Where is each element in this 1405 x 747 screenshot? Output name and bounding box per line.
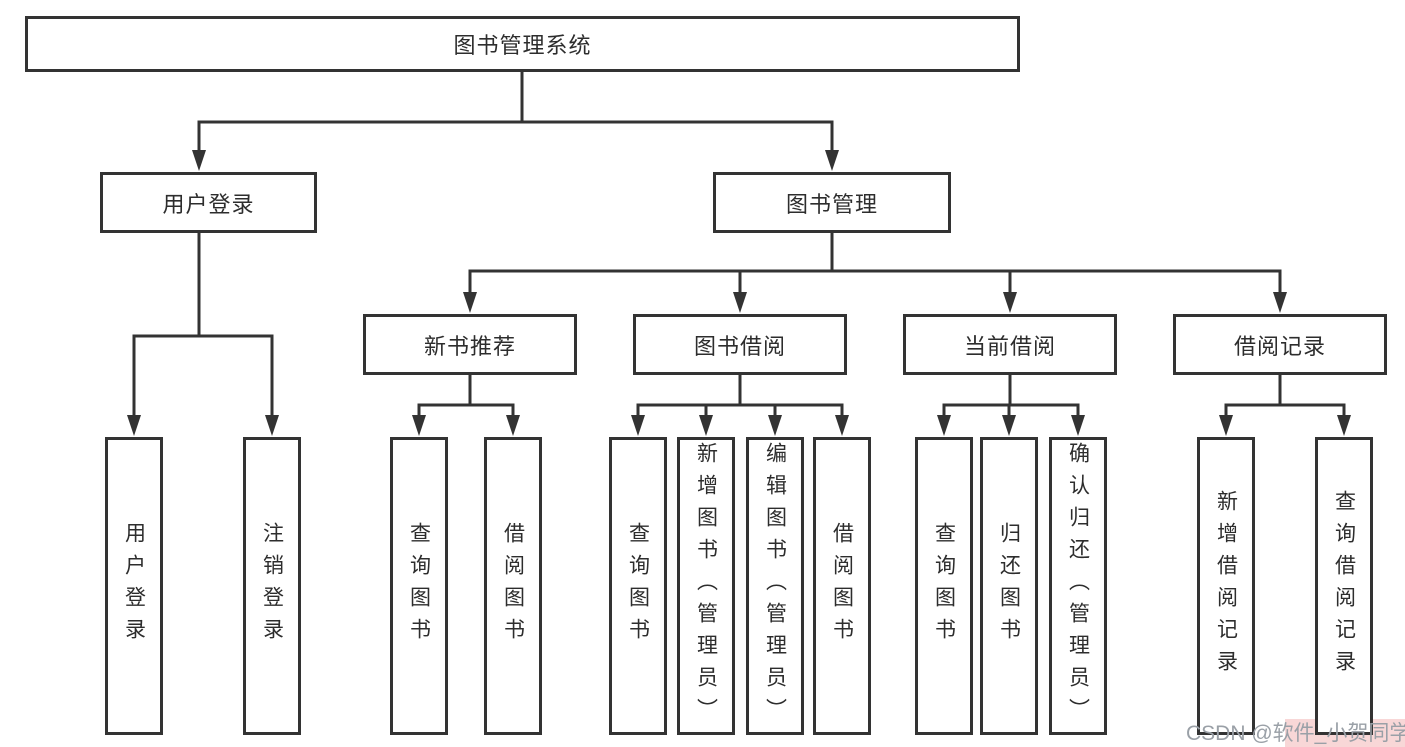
leaf-add-borrow-record-label: 新增借阅记录 (1214, 490, 1238, 682)
leaf-borrow-books-1-label: 借阅图书 (501, 522, 525, 650)
node-new-book-recommend-label: 新书推荐 (423, 333, 516, 359)
leaf-borrow-books-2-label: 借阅图书 (830, 522, 854, 650)
watermark: CSDN @软件_小贺同学 (1186, 722, 1405, 745)
leaf-query-books-2-label: 查询图书 (626, 522, 650, 650)
leaf-confirm-return-admin-label: 确认归还（管理员） (1066, 442, 1090, 730)
node-borrowing-records-label: 借阅记录 (1233, 333, 1326, 359)
node-current-borrowing: 当前借阅 (903, 314, 1117, 375)
node-book-management-label: 图书管理 (785, 191, 878, 217)
leaf-add-book-admin-label: 新增图书（管理员） (694, 442, 718, 730)
leaf-add-borrow-record: 新增借阅记录 (1197, 437, 1255, 735)
leaf-query-books-1-label: 查询图书 (407, 522, 431, 650)
leaf-query-books-2: 查询图书 (609, 437, 667, 735)
leaf-add-book-admin: 新增图书（管理员） (677, 437, 735, 735)
leaf-borrow-books-1: 借阅图书 (484, 437, 542, 735)
leaf-query-books-3-label: 查询图书 (932, 522, 956, 650)
leaf-user-login-label: 用户登录 (122, 522, 146, 650)
node-user-login-label: 用户登录 (162, 191, 255, 217)
node-user-login: 用户登录 (100, 172, 317, 233)
leaf-user-login: 用户登录 (105, 437, 163, 735)
leaf-logout-label: 注销登录 (260, 522, 284, 650)
leaf-query-books-3: 查询图书 (915, 437, 973, 735)
leaf-edit-book-admin-label: 编辑图书（管理员） (763, 442, 787, 730)
leaf-borrow-books-2: 借阅图书 (813, 437, 871, 735)
node-current-borrowing-label: 当前借阅 (963, 333, 1056, 359)
node-root-label: 图书管理系统 (453, 33, 592, 58)
leaf-logout: 注销登录 (243, 437, 301, 735)
leaf-query-borrow-record: 查询借阅记录 (1315, 437, 1373, 735)
node-book-borrowing: 图书借阅 (633, 314, 847, 375)
leaf-edit-book-admin: 编辑图书（管理员） (746, 437, 804, 735)
node-book-management: 图书管理 (713, 172, 951, 233)
leaf-return-book-label: 归还图书 (997, 522, 1021, 650)
node-borrowing-records: 借阅记录 (1173, 314, 1387, 375)
node-book-borrowing-label: 图书借阅 (693, 333, 786, 359)
leaf-query-borrow-record-label: 查询借阅记录 (1332, 490, 1356, 682)
node-root: 图书管理系统 (25, 16, 1020, 72)
leaf-return-book: 归还图书 (980, 437, 1038, 735)
arrowheads (127, 150, 1351, 436)
leaf-confirm-return-admin: 确认归还（管理员） (1049, 437, 1107, 735)
leaf-query-books-1: 查询图书 (390, 437, 448, 735)
node-new-book-recommend: 新书推荐 (363, 314, 577, 375)
